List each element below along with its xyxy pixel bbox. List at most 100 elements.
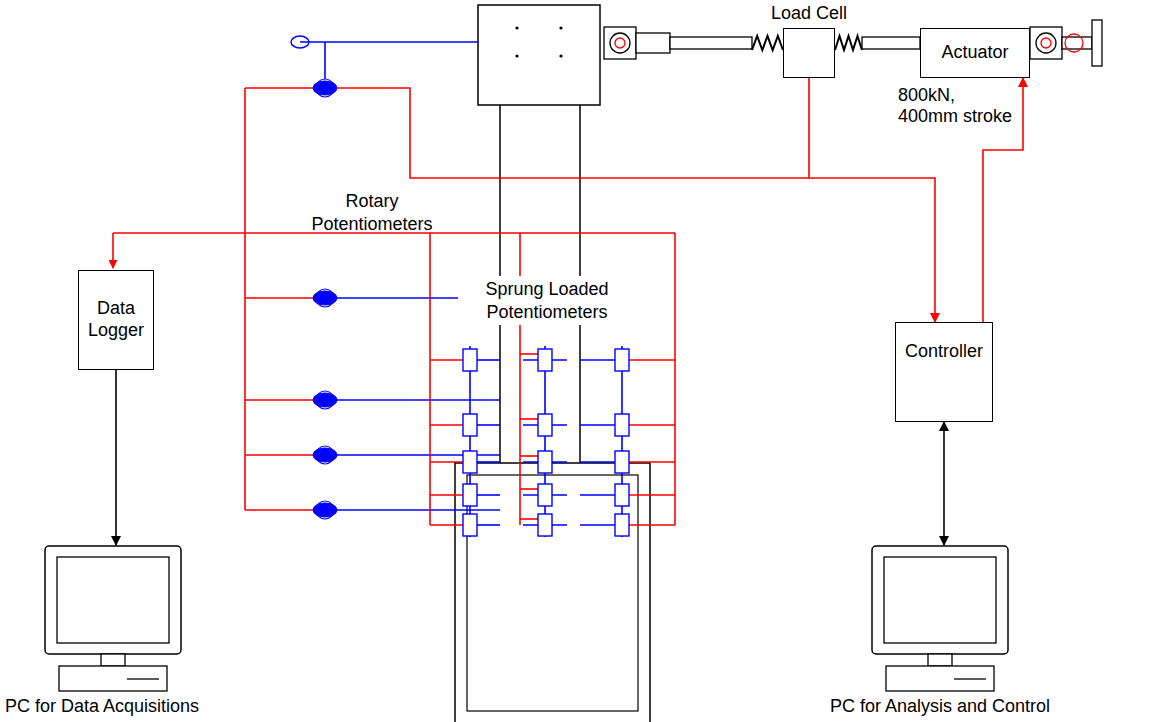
computer-base bbox=[59, 666, 167, 691]
clevis-pin bbox=[610, 33, 630, 53]
bolt-hole bbox=[559, 26, 562, 29]
signal-wire bbox=[337, 88, 809, 178]
signal-wire bbox=[244, 88, 246, 510]
monitor-stand bbox=[101, 654, 125, 666]
node-label: Data Logger bbox=[85, 298, 147, 341]
node-label: Controller bbox=[905, 341, 983, 363]
sensor-wire bbox=[477, 461, 500, 463]
group-label: Sprung Loaded Potentiometers bbox=[458, 276, 636, 325]
rotary-potentiometer bbox=[316, 391, 334, 409]
plunger-rod bbox=[544, 346, 546, 537]
node-label: Actuator bbox=[941, 42, 1008, 64]
signal-wire bbox=[520, 353, 538, 355]
sensor-wire bbox=[324, 42, 326, 79]
sprung-potentiometer bbox=[615, 349, 629, 371]
sensor-wire bbox=[477, 424, 500, 426]
signal-wire bbox=[520, 518, 538, 520]
sprung-potentiometer bbox=[615, 414, 629, 436]
rating-note: 800kN, 400mm stroke bbox=[898, 85, 1016, 126]
signal-wire bbox=[245, 297, 313, 299]
signal-wire bbox=[629, 359, 675, 361]
process-box: Data Logger bbox=[78, 270, 154, 370]
node-label: Load Cell bbox=[771, 3, 847, 25]
rotary-potentiometer bbox=[313, 503, 337, 517]
sensor-wire bbox=[580, 359, 615, 361]
signal-wire bbox=[520, 488, 538, 490]
rod bbox=[670, 37, 752, 49]
sprung-potentiometer bbox=[463, 414, 477, 436]
spring-coupling bbox=[835, 36, 862, 50]
clevis-pin bbox=[615, 38, 625, 48]
signal-wire bbox=[520, 455, 538, 457]
bolt-hole bbox=[559, 54, 562, 57]
clevis-pin bbox=[1041, 38, 1051, 48]
sensor-wire bbox=[580, 494, 615, 496]
signal-wire bbox=[245, 454, 313, 456]
computer-label: PC for Data Acquisitions bbox=[0, 696, 226, 717]
sprung-potentiometer bbox=[463, 349, 477, 371]
rotary-potentiometer bbox=[313, 81, 337, 95]
sprung-potentiometer bbox=[538, 514, 552, 536]
signal-wire bbox=[430, 524, 463, 526]
monitor-stand bbox=[928, 654, 952, 666]
bolt-hole bbox=[515, 26, 518, 29]
sprung-potentiometer bbox=[538, 451, 552, 473]
sprung-potentiometer bbox=[538, 414, 552, 436]
signal-wire bbox=[674, 233, 676, 525]
rotary-potentiometer bbox=[316, 446, 334, 464]
reaction-plate bbox=[1092, 20, 1102, 66]
signal-connector bbox=[943, 422, 945, 545]
sensor-wire bbox=[477, 524, 500, 526]
specimen-head bbox=[478, 5, 600, 105]
sprung-potentiometer bbox=[538, 349, 552, 371]
monitor bbox=[872, 546, 1008, 654]
computer-icon bbox=[43, 545, 183, 693]
rotary-potentiometer bbox=[313, 393, 337, 407]
sensor-wire bbox=[337, 399, 500, 401]
sprung-potentiometer bbox=[538, 484, 552, 506]
sprung-potentiometer bbox=[463, 451, 477, 473]
computer-label: PC for Analysis and Control bbox=[805, 696, 1075, 717]
base-block bbox=[455, 463, 650, 722]
sprung-potentiometer bbox=[615, 484, 629, 506]
signal-wire bbox=[629, 524, 675, 526]
spring-coupling bbox=[752, 36, 783, 50]
computer: PC for Data Acquisitions bbox=[0, 545, 226, 717]
signal-wire bbox=[520, 418, 538, 420]
sensor-wire bbox=[477, 494, 500, 496]
sensor-wire bbox=[477, 359, 500, 361]
rotary-potentiometer bbox=[291, 36, 309, 48]
signal-wire bbox=[245, 87, 313, 89]
sprung-potentiometer bbox=[463, 514, 477, 536]
screen bbox=[884, 557, 996, 643]
rotary-potentiometer bbox=[313, 448, 337, 462]
rotary-potentiometer bbox=[316, 289, 334, 307]
load-cell: Load Cell bbox=[783, 28, 835, 78]
sensor-wire bbox=[580, 424, 615, 426]
signal-wire bbox=[430, 461, 463, 463]
computer: PC for Analysis and Control bbox=[805, 545, 1075, 717]
sensor-wire bbox=[337, 509, 500, 511]
rotary-potentiometer bbox=[316, 501, 334, 519]
signal-wire bbox=[430, 359, 463, 361]
monitor bbox=[45, 546, 181, 654]
clevis bbox=[604, 27, 636, 59]
group-label: Rotary Potentiometers bbox=[296, 190, 448, 235]
clevis-pin bbox=[1036, 33, 1056, 53]
computer-icon bbox=[870, 545, 1010, 693]
rotary-potentiometer bbox=[313, 291, 337, 305]
signal-wire bbox=[629, 494, 675, 496]
fork bbox=[636, 33, 670, 53]
sensor-wire bbox=[300, 41, 478, 43]
signal-wire bbox=[629, 424, 675, 426]
clevis bbox=[1030, 27, 1062, 59]
signal-wire bbox=[429, 233, 431, 525]
signal-wire bbox=[245, 509, 313, 511]
plunger-rod bbox=[621, 346, 623, 537]
sensor-wire bbox=[580, 461, 615, 463]
plunger-rod bbox=[469, 346, 471, 537]
drive-slot bbox=[127, 678, 159, 679]
signal-wire bbox=[430, 494, 463, 496]
sensor-wire bbox=[580, 524, 615, 526]
signal-connector bbox=[115, 370, 117, 545]
